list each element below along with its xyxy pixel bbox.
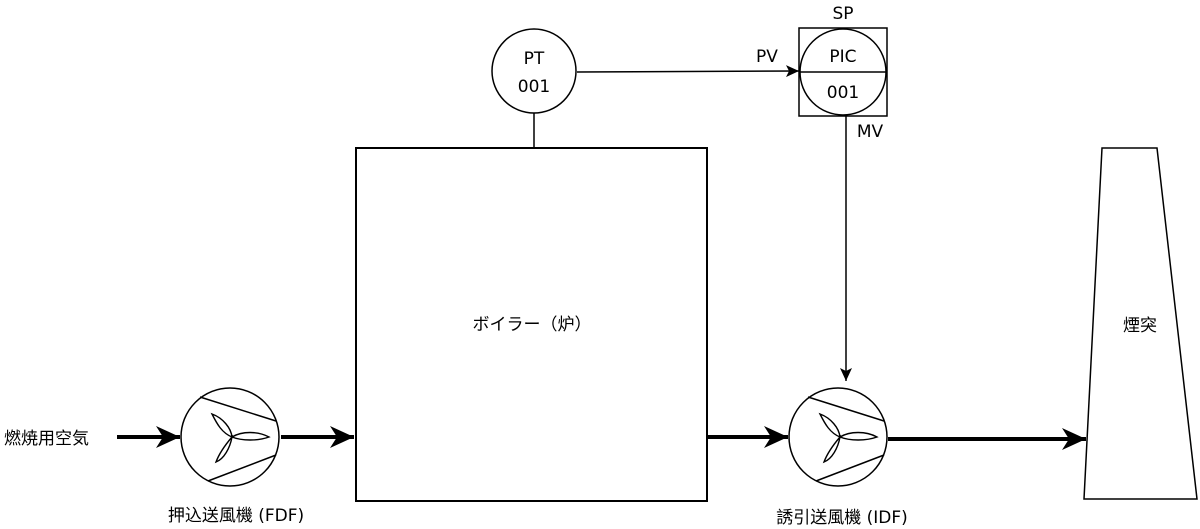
mv-label: MV (857, 122, 884, 142)
pt-number-label: 001 (518, 77, 550, 97)
fdf-label: 押込送風機 (FDF) (168, 506, 304, 526)
pt-tag-label: PT (524, 49, 545, 69)
combustion-air-label: 燃焼用空気 (4, 429, 89, 449)
pic-number-label: 001 (827, 83, 859, 103)
stack-shape (1083, 147, 1198, 500)
fdf-fan-icon (180, 387, 280, 487)
pt-001-instrument (491, 28, 577, 114)
stack-label: 煙突 (1123, 316, 1157, 336)
boiler-label: ボイラー（炉） (473, 315, 592, 335)
pic-tag-label: PIC (829, 47, 856, 67)
sp-label: SP (832, 4, 853, 24)
pv-label: PV (756, 47, 778, 67)
boiler-box (355, 147, 708, 502)
pv-signal-line (576, 65, 800, 78)
idf-fan-icon (788, 387, 888, 487)
idf-label: 誘引送風機 (IDF) (776, 508, 908, 528)
